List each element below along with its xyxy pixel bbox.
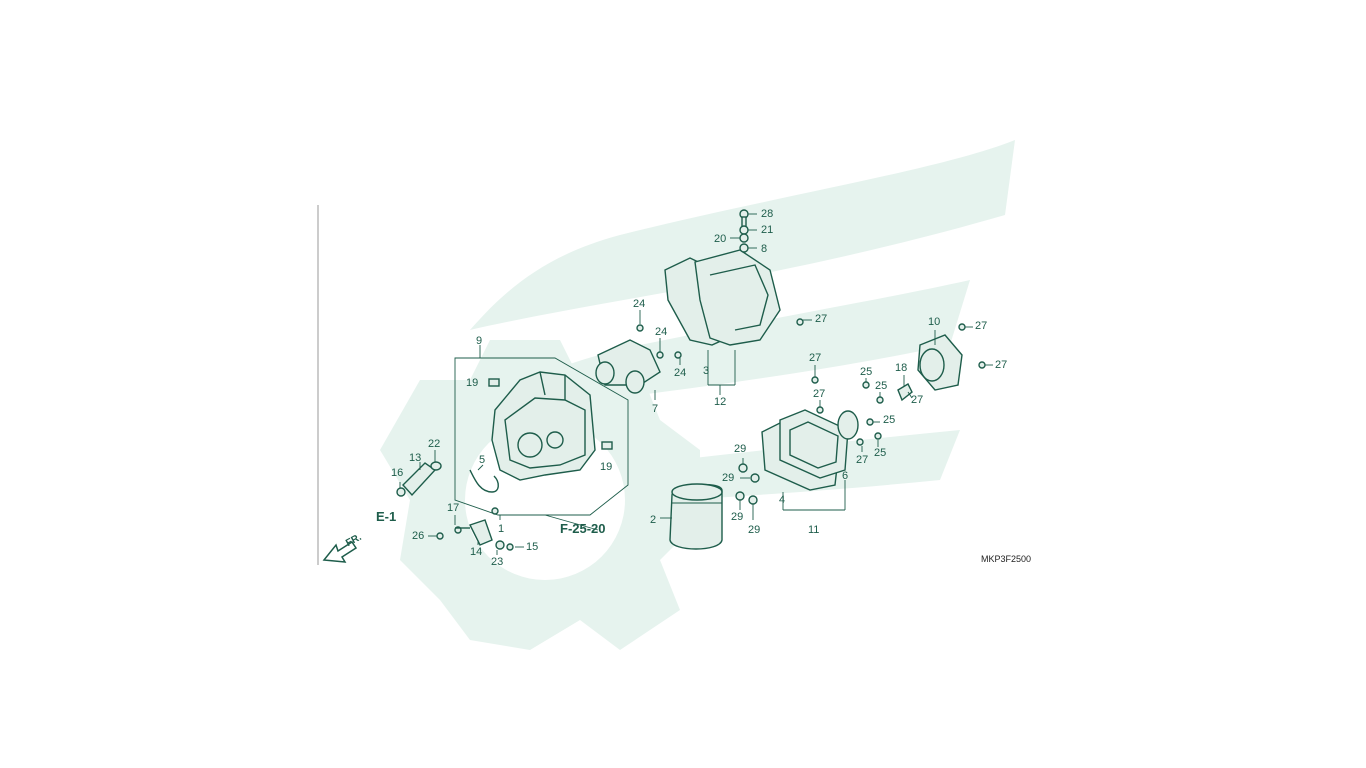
part-label-27e: 27 (813, 388, 826, 400)
chamber-case (491, 371, 596, 481)
part-label-24c: 24 (674, 367, 687, 379)
intake-duct (595, 339, 661, 394)
fitting (735, 491, 745, 501)
leader-lines (399, 213, 993, 555)
bolt (816, 406, 824, 414)
part-label-20: 20 (714, 233, 727, 245)
part-label-25c: 25 (883, 414, 896, 426)
part-label-18: 18 (895, 362, 908, 374)
diagram-code: MKP3F2500 (981, 554, 1032, 564)
filter-housing (761, 409, 859, 511)
part-label-27d: 27 (809, 352, 822, 364)
part-label-9: 9 (476, 335, 483, 347)
bolt (811, 376, 819, 384)
seal-strip (469, 469, 499, 493)
fastener-stack (739, 209, 749, 253)
bolt (656, 351, 664, 359)
part-label-7: 7 (652, 403, 659, 415)
part-label-1: 1 (498, 523, 505, 535)
part-label-19a: 19 (466, 377, 479, 389)
part-label-25d: 25 (874, 447, 887, 459)
part-label-27f: 27 (911, 394, 924, 406)
part-label-25b: 25 (875, 380, 888, 392)
bolt (796, 318, 804, 326)
bolt (876, 396, 884, 404)
part-label-23: 23 (491, 556, 504, 568)
part-label-21: 21 (761, 224, 774, 236)
part-label-24a: 24 (633, 298, 646, 310)
part-label-26: 26 (412, 530, 425, 542)
bolt (866, 418, 874, 426)
part-label-25a: 25 (860, 366, 873, 378)
reference-f2520[interactable]: F-25-20 (560, 521, 606, 536)
part-label-6: 6 (842, 470, 849, 482)
fitting (748, 495, 758, 505)
bolt (674, 351, 682, 359)
reference-e1[interactable]: E-1 (376, 509, 397, 524)
part-label-28: 28 (761, 208, 774, 220)
part-label-27b: 27 (975, 320, 988, 332)
part-label-10: 10 (928, 316, 941, 328)
part-label-22: 22 (428, 438, 441, 450)
part-label-17: 17 (447, 502, 460, 514)
bolt (862, 381, 870, 389)
part-label-2: 2 (650, 514, 657, 526)
part-label-13: 13 (409, 452, 422, 464)
joint-tube (396, 461, 442, 497)
part-label-19b: 19 (600, 461, 613, 473)
part-label-8: 8 (761, 243, 768, 255)
part-label-29d: 29 (748, 524, 761, 536)
part-label-24b: 24 (655, 326, 668, 338)
bolt (856, 438, 864, 446)
part-label-27g: 27 (856, 454, 869, 466)
air-filter (669, 483, 723, 550)
part-label-29b: 29 (722, 472, 735, 484)
bolt (958, 323, 966, 331)
part-label-27c: 27 (995, 359, 1008, 371)
part-label-29c: 29 (731, 511, 744, 523)
part-label-12: 12 (714, 396, 727, 408)
fitting (750, 473, 760, 483)
clip (897, 383, 913, 402)
clip-plate (488, 378, 500, 387)
bolt (874, 432, 882, 440)
part-label-27a: 27 (815, 313, 828, 325)
part-label-4: 4 (779, 494, 786, 506)
part-label-16: 16 (391, 467, 404, 479)
cover-assembly (664, 249, 781, 386)
bolt (978, 361, 986, 369)
part-label-15: 15 (526, 541, 539, 553)
part-label-29a: 29 (734, 443, 747, 455)
part-label-3: 3 (703, 365, 710, 377)
arrow-left-down-icon (322, 540, 358, 563)
part-label-14: 14 (470, 546, 483, 558)
part-label-5: 5 (479, 454, 486, 466)
fitting (738, 463, 748, 473)
group-outline-9 (454, 345, 629, 516)
snorkel-cap (917, 334, 963, 391)
bolt (636, 324, 644, 332)
part-label-11: 11 (808, 524, 820, 536)
clip-plate (601, 441, 613, 450)
